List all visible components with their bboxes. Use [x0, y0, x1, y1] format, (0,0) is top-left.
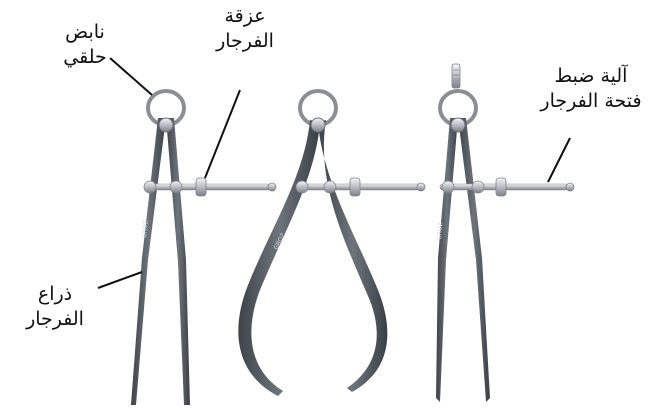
- label-adjustment-line1: آلية ضبط: [525, 64, 657, 89]
- label-hinge-line1: عزقة: [190, 4, 300, 29]
- label-ring-spring-line1: نابض: [30, 20, 140, 45]
- label-ring-spring: نابض حلقي: [30, 20, 140, 70]
- label-leg-line2: الفرجار: [0, 307, 110, 332]
- hinge-left: [159, 118, 173, 132]
- hinge-right: [451, 118, 465, 132]
- leg-right-outer: [436, 118, 458, 402]
- leg-left-inner: [166, 118, 190, 405]
- label-hinge-line2: الفرجار: [190, 29, 300, 54]
- screw-rod-left: [150, 184, 270, 190]
- leader-adjustment: [548, 138, 570, 182]
- outside-caliper: GROZ: [238, 91, 425, 396]
- top-screw: [452, 64, 460, 88]
- label-adjustment: آلية ضبط فتحة الفرجار: [525, 64, 657, 114]
- brand-mark-right: GROZ: [436, 222, 444, 240]
- adjust-nut-right: [496, 178, 506, 196]
- leg-middle-left: [238, 120, 320, 396]
- adjust-nut-left: [196, 178, 206, 196]
- leader-hinge: [205, 90, 240, 178]
- adjust-nut-middle: [350, 178, 360, 196]
- label-adjustment-line2: فتحة الفرجار: [525, 89, 657, 114]
- leg-left-outer: [131, 118, 166, 405]
- label-leg: ذراع الفرجار: [0, 282, 110, 332]
- leg-right-inner: [458, 118, 490, 402]
- leg-middle-right: [318, 120, 387, 392]
- hinge-middle: [311, 118, 325, 132]
- label-ring-spring-line2: حلقي: [30, 45, 140, 70]
- divider: GROZ: [436, 64, 574, 402]
- label-leg-line1: ذراع: [0, 282, 110, 307]
- label-hinge: عزقة الفرجار: [190, 4, 300, 54]
